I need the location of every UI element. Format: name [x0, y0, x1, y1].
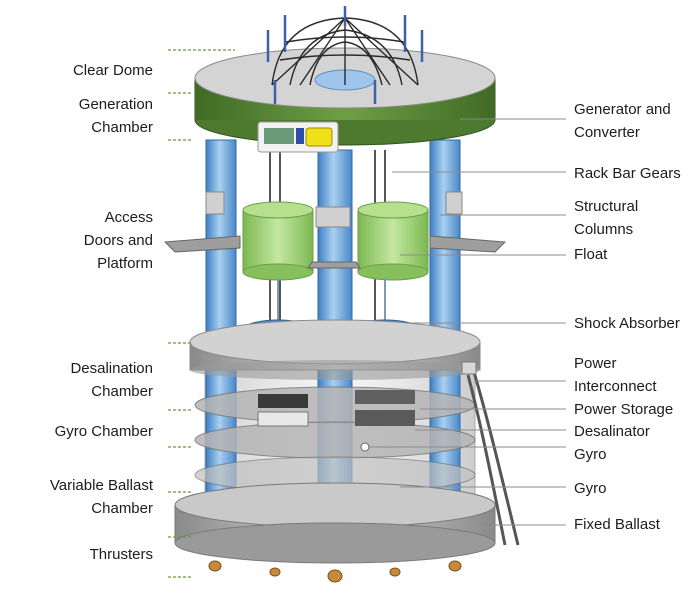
thrusters	[208, 560, 462, 583]
label-gyro-chamber: Gyro Chamber	[54, 423, 153, 440]
internal-shelves	[194, 386, 476, 494]
leader-lines-left	[168, 49, 235, 578]
label-rack-bar-gears: Rack Bar Gears	[574, 165, 681, 182]
label-float: Float	[574, 246, 608, 263]
power-interconnect	[466, 371, 520, 546]
label-gyro-lower: Gyro	[574, 480, 607, 497]
gyro-marker	[360, 442, 370, 452]
leader-lines-right	[368, 118, 566, 526]
float-left	[242, 209, 314, 273]
generator-converter	[257, 121, 339, 153]
label-desalinator: Desalinator	[574, 423, 650, 440]
label-shock-absorber: Shock Absorber	[574, 315, 680, 332]
float-right	[357, 209, 429, 273]
label-power-storage: Power Storage	[574, 401, 674, 418]
label-gyro-upper: Gyro	[574, 446, 607, 463]
floats	[242, 201, 429, 281]
label-clear-dome: Clear Dome	[72, 62, 153, 79]
label-thrusters: Thrusters	[89, 546, 153, 563]
access-platforms	[163, 235, 507, 269]
label-fixed-ballast: Fixed Ballast	[574, 516, 660, 533]
fixed-ballast	[174, 482, 496, 564]
power-storage-units	[257, 390, 415, 427]
dome-posts	[266, 6, 424, 104]
access-doors	[205, 191, 463, 228]
desalination-deck	[189, 319, 481, 380]
